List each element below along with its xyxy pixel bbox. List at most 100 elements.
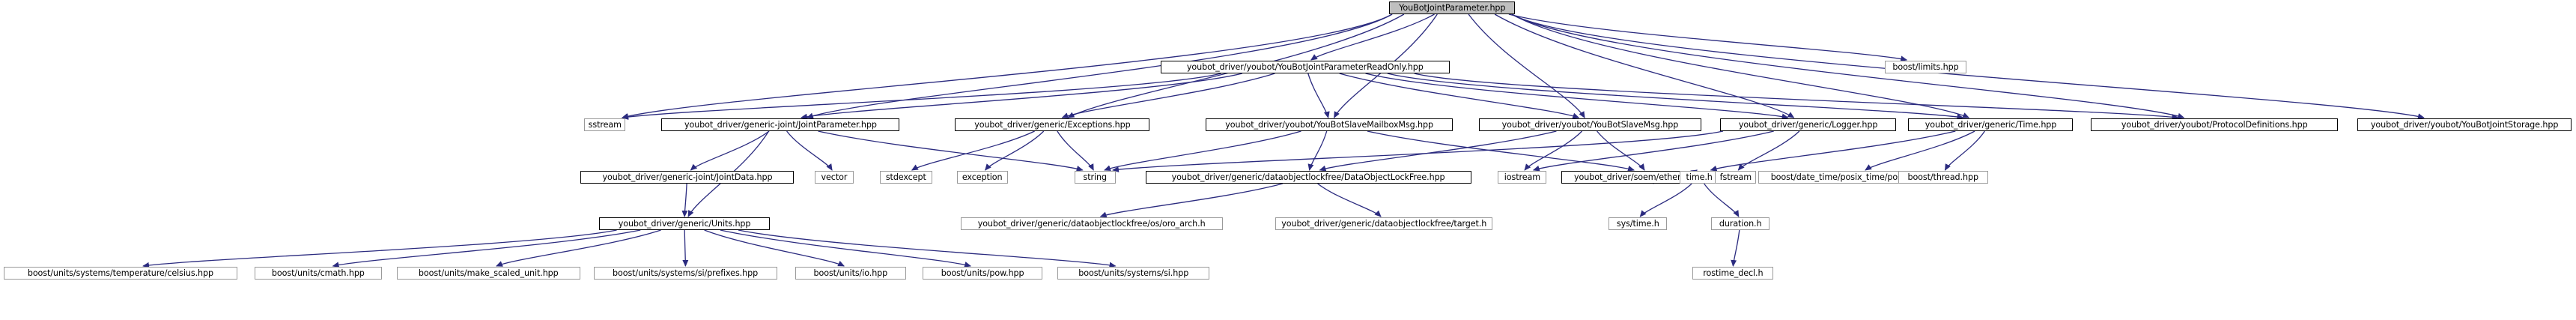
graph-node-rostime_decl[interactable]: rostime_decl.h (1692, 267, 1773, 280)
graph-node-label: YouBotJointParameter.hpp (1398, 1, 1506, 13)
graph-node-logger[interactable]: youbot_driver/generic/Logger.hpp (1720, 118, 1896, 131)
graph-edge (1508, 13, 1908, 62)
graph-node-ocro_arch[interactable]: youbot_driver/generic/dataobjectlockfree… (961, 217, 1223, 230)
graph-edge (786, 130, 833, 171)
graph-node-label: boost/date_time/posix_time/posix_time.hp… (1770, 171, 1950, 182)
graph-edge (1494, 13, 1795, 118)
graph-edge (1704, 183, 1740, 217)
graph-node-label: duration.h (1719, 217, 1762, 229)
graph-edge (1511, 13, 2425, 120)
graph-edge (1112, 130, 1724, 173)
graph-node-jointstorage[interactable]: youbot_driver/youbot/YouBotJointStorage.… (2357, 118, 2572, 131)
graph-node-io[interactable]: boost/units/io.hpp (795, 267, 906, 280)
graph-node-boost_limits[interactable]: boost/limits.hpp (1885, 61, 1966, 73)
graph-node-duration[interactable]: duration.h (1711, 217, 1770, 230)
graph-edge (142, 229, 617, 268)
graph-edge (720, 229, 972, 268)
graph-node-time_hpp[interactable]: youbot_driver/generic/Time.hpp (1908, 118, 2073, 131)
graph-node-label: rostime_decl.h (1702, 267, 1764, 278)
graph-node-label: sstream (588, 118, 622, 130)
graph-edge (622, 73, 1221, 120)
graph-node-cmath[interactable]: boost/units/cmath.hpp (255, 267, 382, 280)
graph-node-label: youbot_driver/generic-joint/JointParamet… (684, 118, 877, 130)
graph-edge (1387, 73, 1964, 120)
graph-node-label: youbot_driver/generic/Units.hpp (618, 217, 751, 229)
graph-node-jointparameter[interactable]: youbot_driver/generic-joint/JointParamet… (661, 118, 899, 131)
graph-node-si_prefixes[interactable]: boost/units/systems/si/prefixes.hpp (594, 267, 777, 280)
graph-edge (1737, 130, 1800, 171)
graph-edge (801, 73, 1243, 120)
graph-node-label: boost/thread.hpp (1907, 171, 1979, 182)
graph-node-exceptions[interactable]: youbot_driver/generic/Exceptions.hpp (955, 118, 1149, 131)
graph-edge (1524, 130, 1583, 171)
graph-edge (1414, 73, 2179, 121)
graph-node-label: youbot_driver/generic/Time.hpp (1925, 118, 2056, 130)
graph-node-fstream[interactable]: fstream (1715, 171, 1756, 184)
graph-node-label: youbot_driver/generic/dataobjectlockfree… (978, 217, 1206, 229)
graph-node-label: boost/units/pow.hpp (941, 267, 1024, 278)
graph-node-label: youbot_driver/soem/ethercattype.h (1573, 171, 1720, 182)
graph-node-sstream[interactable]: sstream (584, 118, 625, 131)
graph-node-label: youbot_driver/generic/dataobjectlockfree… (1281, 217, 1486, 229)
graph-node-units[interactable]: youbot_driver/generic/Units.hpp (599, 217, 770, 230)
graph-node-sys_time[interactable]: sys/time.h (1609, 217, 1667, 230)
graph-node-root[interactable]: YouBotJointParameter.hpp (1389, 1, 1515, 14)
graph-node-iostream[interactable]: iostream (1498, 171, 1546, 184)
graph-edge (1307, 130, 1328, 171)
graph-node-target[interactable]: youbot_driver/generic/dataobjectlockfree… (1275, 217, 1492, 230)
graph-node-label: youbot_driver/generic-joint/JointData.hp… (602, 171, 772, 182)
graph-node-label: boost/units/cmath.hpp (272, 267, 365, 278)
graph-node-vector[interactable]: vector (815, 171, 854, 184)
graph-edge (704, 229, 845, 267)
graph-node-label: boost/units/make_scaled_unit.hpp (419, 267, 559, 278)
graph-node-label: boost/units/systems/temperature/celsius.… (27, 267, 214, 278)
graph-node-time_h[interactable]: time.h (1680, 171, 1719, 184)
graph-edge (1597, 130, 1645, 171)
graph-node-celsius[interactable]: boost/units/systems/temperature/celsius.… (4, 267, 237, 280)
graph-edge (1057, 130, 1094, 171)
graph-edge (738, 229, 1117, 268)
graph-edge (1511, 13, 2185, 119)
graph-node-label: boost/units/io.hpp (813, 267, 888, 278)
graph-node-make_scaled[interactable]: boost/units/make_scaled_unit.hpp (397, 267, 580, 280)
graph-node-protocoldefs[interactable]: youbot_driver/youbot/ProtocolDefinitions… (2091, 118, 2338, 131)
graph-node-label: boost/units/systems/si.hpp (1078, 267, 1188, 278)
graph-node-label: youbot_driver/youbot/YouBotJointParamete… (1187, 61, 1424, 72)
graph-edge (1104, 130, 1301, 172)
graph-node-label: sys/time.h (1616, 217, 1659, 229)
graph-node-readonly[interactable]: youbot_driver/youbot/YouBotJointParamete… (1161, 61, 1450, 73)
graph-edge (1710, 130, 1956, 172)
graph-node-exception[interactable]: exception (957, 171, 1008, 184)
graph-node-label: youbot_driver/youbot/YouBotJointStorage.… (2370, 118, 2559, 130)
graph-edge (1731, 229, 1740, 267)
graph-edge (1639, 183, 1692, 217)
graph-node-string[interactable]: string (1075, 171, 1116, 184)
graph-edge (1468, 13, 1585, 118)
graph-edge (1339, 73, 1580, 119)
graph-node-jointdata[interactable]: youbot_driver/generic-joint/JointData.hp… (580, 171, 794, 184)
graph-node-label: boost/units/systems/si/prefixes.hpp (613, 267, 759, 278)
graph-node-label: string (1083, 171, 1108, 182)
graph-node-label: youbot_driver/generic/dataobjectlockfree… (1172, 171, 1445, 182)
graph-node-label: stdexcept (886, 171, 926, 182)
graph-node-label: youbot_driver/youbot/YouBotSlaveMsg.hpp (1501, 118, 1679, 130)
graph-node-dolf[interactable]: youbot_driver/generic/dataobjectlockfree… (1146, 171, 1471, 184)
graph-node-stdexcept[interactable]: stdexcept (880, 171, 932, 184)
graph-edge (690, 130, 770, 171)
graph-edge (1944, 130, 1985, 171)
graph-edge (1307, 73, 1330, 118)
graph-edge (332, 229, 641, 268)
graph-node-label: iostream (1504, 171, 1540, 182)
graph-node-boost_thread[interactable]: boost/thread.hpp (1898, 171, 1988, 184)
graph-node-label: time.h (1686, 171, 1713, 182)
graph-node-pow[interactable]: boost/units/pow.hpp (923, 267, 1042, 280)
graph-node-slavemsg[interactable]: youbot_driver/youbot/YouBotSlaveMsg.hpp (1479, 118, 1701, 131)
graph-node-si[interactable]: boost/units/systems/si.hpp (1057, 267, 1209, 280)
graph-node-mailboxmsg[interactable]: youbot_driver/youbot/YouBotSlaveMailboxM… (1206, 118, 1453, 131)
graph-edge (1099, 183, 1283, 218)
graph-node-label: youbot_driver/youbot/ProtocolDefinitions… (2121, 118, 2308, 130)
graph-edge (1061, 73, 1275, 118)
graph-edge (496, 229, 661, 267)
